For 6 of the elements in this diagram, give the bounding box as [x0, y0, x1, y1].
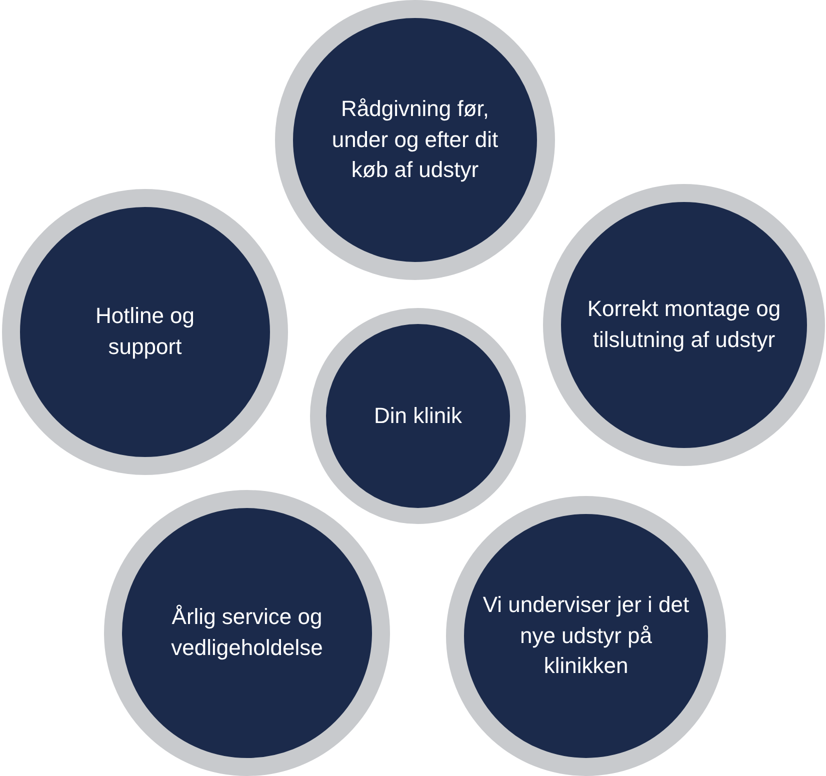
node-label: Årlig service og vedligeholdelse [170, 603, 324, 662]
node-label: Hotline og support [94, 302, 196, 361]
node-label: Vi underviser jer i det nye udstyr på klinikken [482, 590, 690, 680]
node-label: Rådgivning før, under og efter dit køb af udstyr [330, 94, 500, 184]
node-label: Korrekt montage og tilslutning af udstyr [586, 295, 782, 354]
node-label: Din klinik [374, 402, 462, 430]
